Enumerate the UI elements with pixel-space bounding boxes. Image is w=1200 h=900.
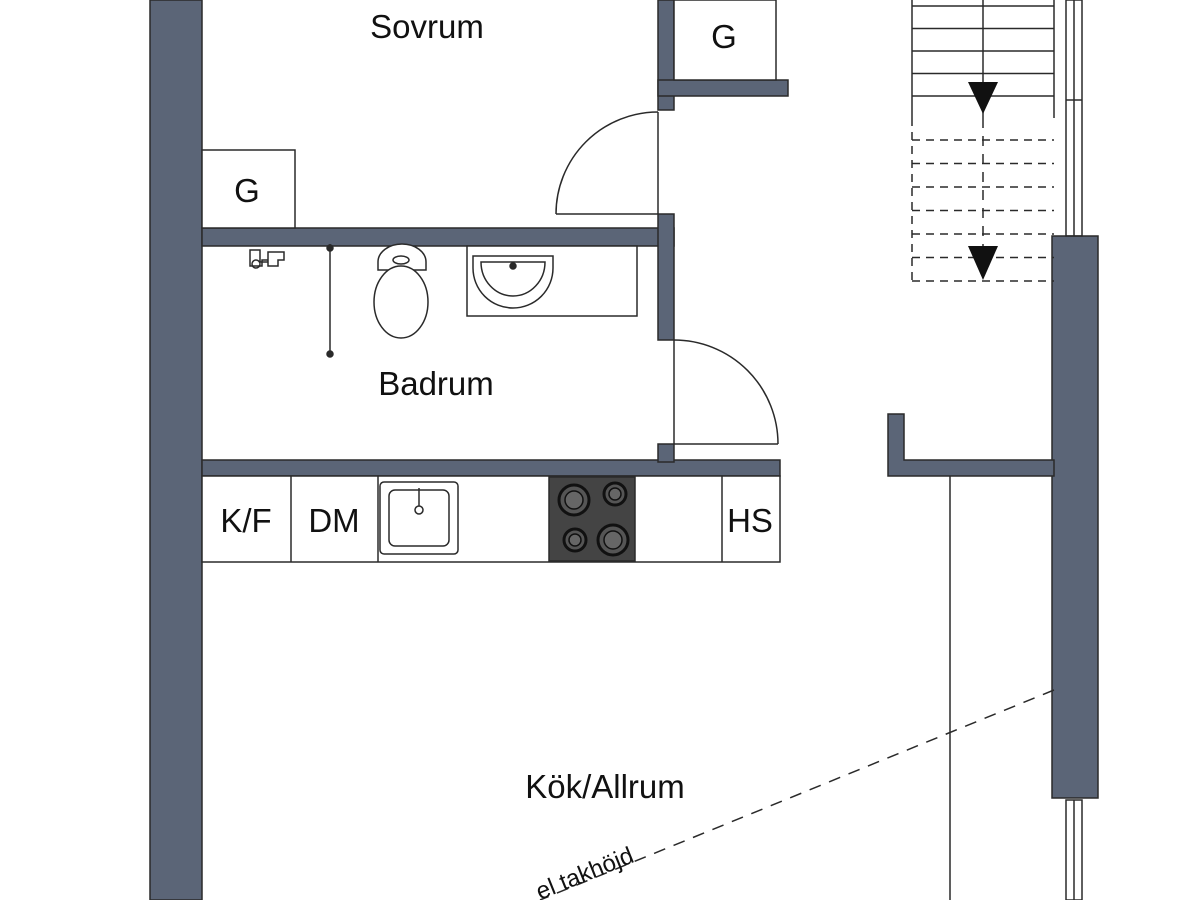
closet-bottom-wall xyxy=(657,79,789,97)
ceiling-height-line xyxy=(539,689,1055,900)
stair-arrow-icon xyxy=(968,246,998,280)
kitchen-sink-icon xyxy=(379,481,459,555)
closet-g-left xyxy=(201,149,296,229)
hall-partition xyxy=(887,413,1055,477)
room-label-sovrum: Sovrum xyxy=(370,8,484,45)
ceiling-height-note: el takhöjd xyxy=(532,842,637,900)
room-label-badrum: Badrum xyxy=(378,365,494,402)
bedroom-door xyxy=(555,111,659,215)
walls xyxy=(149,0,1099,900)
bath-east-wall-upper xyxy=(657,213,675,341)
stair-arrow-icon xyxy=(968,82,998,114)
living-lines xyxy=(539,476,1055,900)
washbasin-icon xyxy=(466,245,638,317)
windows xyxy=(1065,0,1083,900)
staircase xyxy=(911,0,1055,282)
bathroom-door xyxy=(673,339,779,445)
label-hs: HS xyxy=(727,502,773,539)
east-wall xyxy=(1051,235,1099,799)
closet-g-top xyxy=(673,0,777,81)
label-kf: K/F xyxy=(220,502,271,539)
label-dm: DM xyxy=(308,502,359,539)
closets xyxy=(201,0,777,229)
toilet-icon xyxy=(373,243,429,339)
closet-label-g-top: G xyxy=(711,18,737,55)
west-wall xyxy=(149,0,203,900)
bath-east-wall-lower xyxy=(657,443,675,463)
kitchen-top-wall xyxy=(201,459,781,477)
bath-top-wall xyxy=(201,227,675,247)
room-label-kok-allrum: Kök/Allrum xyxy=(525,768,685,805)
doors xyxy=(555,111,779,445)
closet-label-g-left: G xyxy=(234,172,260,209)
kitchen-counter xyxy=(201,475,781,563)
hob-icon xyxy=(548,476,636,562)
shower-icon xyxy=(249,244,334,358)
